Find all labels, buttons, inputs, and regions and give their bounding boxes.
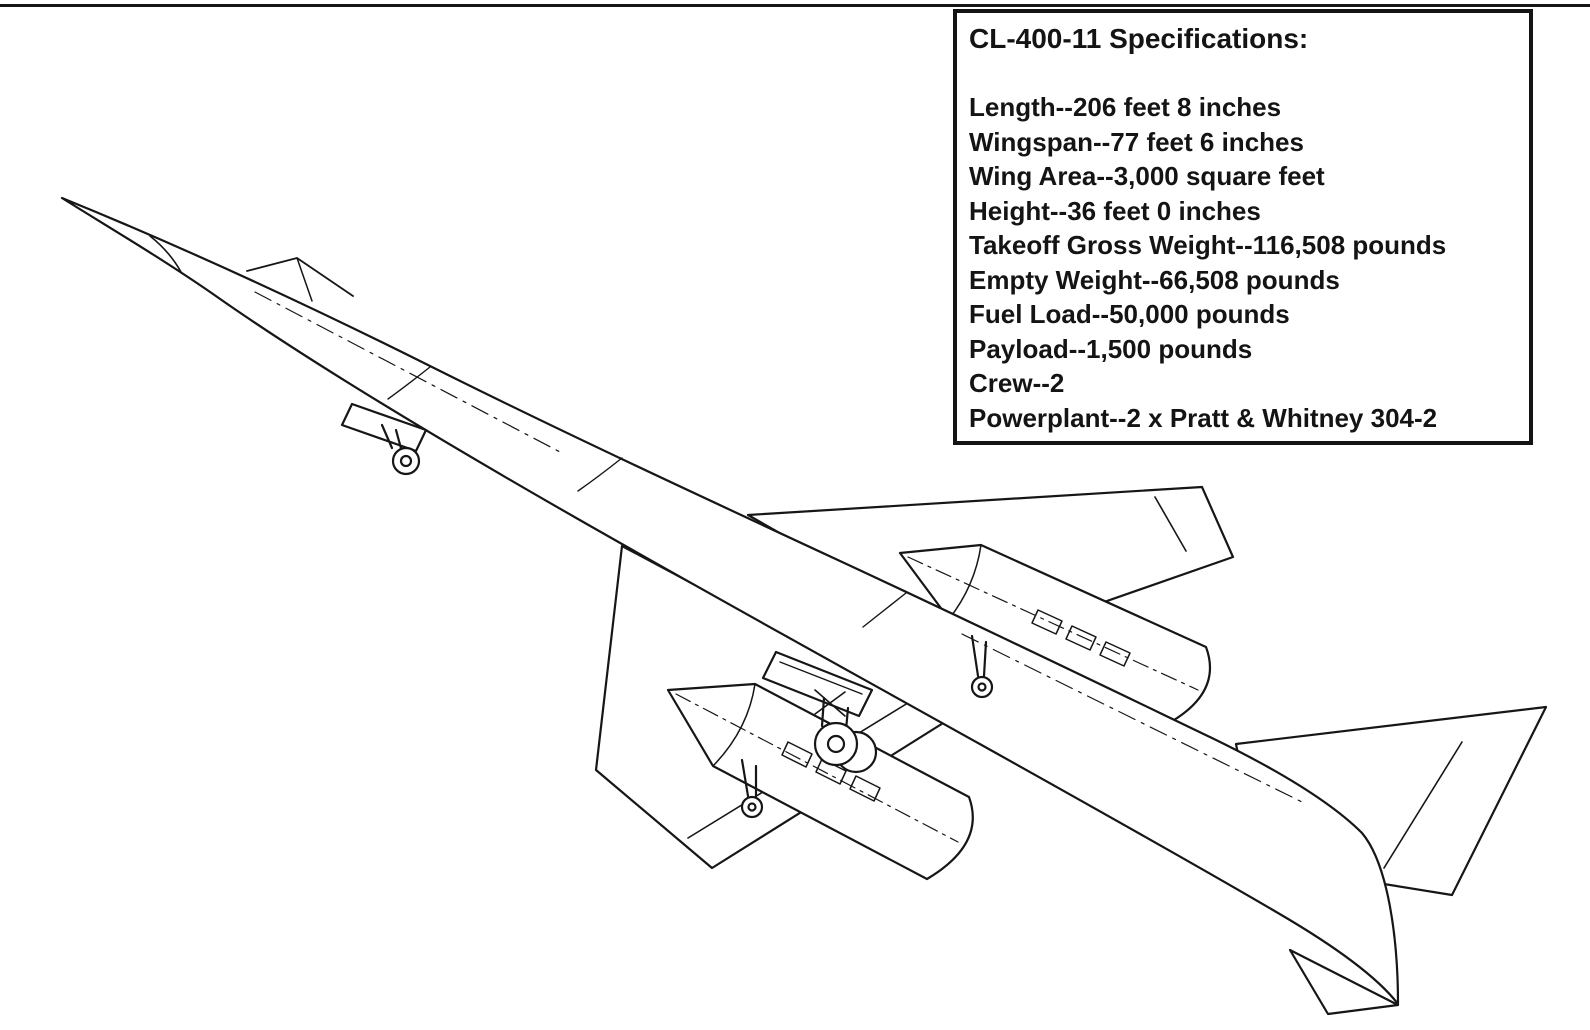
spec-line-takeoff-gross-weight: Takeoff Gross Weight--116,508 pounds xyxy=(969,230,1447,260)
main-gear-door-inner-line xyxy=(779,661,863,695)
main-gear-door xyxy=(761,650,874,718)
near-nacelle-louver xyxy=(781,741,813,768)
far-outrigger-hub xyxy=(977,682,987,692)
near-outrigger-strut xyxy=(740,758,758,798)
near-nacelle-centerline xyxy=(675,693,959,843)
far-nacelle-centerline xyxy=(907,556,1199,691)
near-engine-nacelle xyxy=(666,682,974,881)
far-wing-aileron-line xyxy=(1154,496,1187,552)
spec-line-length: Length--206 feet 8 inches xyxy=(969,92,1282,122)
main-gear-brace xyxy=(814,689,846,717)
spec-box: CL-400-11 Specifications: Length--206 fe… xyxy=(953,9,1533,445)
spec-line-empty-weight: Empty Weight--66,508 pounds xyxy=(969,264,1340,295)
far-nacelle-louver xyxy=(1031,609,1063,635)
nose-landing-gear xyxy=(340,402,428,476)
main-gear-hub xyxy=(826,734,846,754)
nose-gear-hub xyxy=(399,454,413,468)
spec-line-height: Height--36 feet 0 inches xyxy=(969,195,1261,226)
fuselage-section-line xyxy=(577,457,623,492)
top-border-rule xyxy=(0,4,1590,7)
near-outrigger-gear xyxy=(740,758,764,819)
fuselage xyxy=(60,196,1400,1006)
far-outrigger-wheel xyxy=(970,675,994,699)
forward-centerline xyxy=(254,291,561,453)
canopy-frame-line xyxy=(296,257,313,302)
main-gear-wheel-front xyxy=(813,721,859,767)
spec-line-payload: Payload--1,500 pounds xyxy=(969,333,1253,364)
spec-line-powerplant: Powerplant--2 x Pratt & Whitney 304-2 xyxy=(969,402,1438,433)
near-outrigger-wheel xyxy=(740,795,764,819)
ventral-fin xyxy=(1288,948,1400,1016)
aft-centerline xyxy=(961,633,1303,803)
spec-line-fuel-load: Fuel Load--50,000 pounds xyxy=(969,299,1290,329)
nose-gear-wheel xyxy=(391,446,421,476)
near-nacelle-outline xyxy=(666,682,974,881)
spec-box-title: CL-400-11 Specifications: xyxy=(969,23,1309,54)
spec-line-crew: Crew--2 xyxy=(969,368,1065,398)
fuselage-section-line xyxy=(387,366,431,400)
fuselage-outline xyxy=(60,196,1400,1006)
near-outrigger-hub xyxy=(747,802,757,812)
spec-line-wing-area: Wing Area--3,000 square feet xyxy=(969,161,1325,191)
far-outrigger-gear xyxy=(970,634,994,699)
near-nacelle-louver xyxy=(815,758,847,785)
main-landing-gear xyxy=(761,650,878,774)
far-nacelle-shoulder-line xyxy=(948,544,982,620)
rudder-hinge-line xyxy=(1383,741,1463,869)
far-nacelle-louver xyxy=(1099,641,1131,667)
far-nacelle-louver xyxy=(1065,625,1097,651)
spec-line-wingspan: Wingspan--77 feet 6 inches xyxy=(969,126,1304,157)
fuselage-section-line xyxy=(862,592,907,628)
far-outrigger-strut xyxy=(970,634,988,678)
near-nacelle-louver xyxy=(849,775,881,802)
spec-list: Length--206 feet 8 inches Wingspan--77 f… xyxy=(969,90,1517,435)
nose-cone-junction-line xyxy=(149,235,182,273)
